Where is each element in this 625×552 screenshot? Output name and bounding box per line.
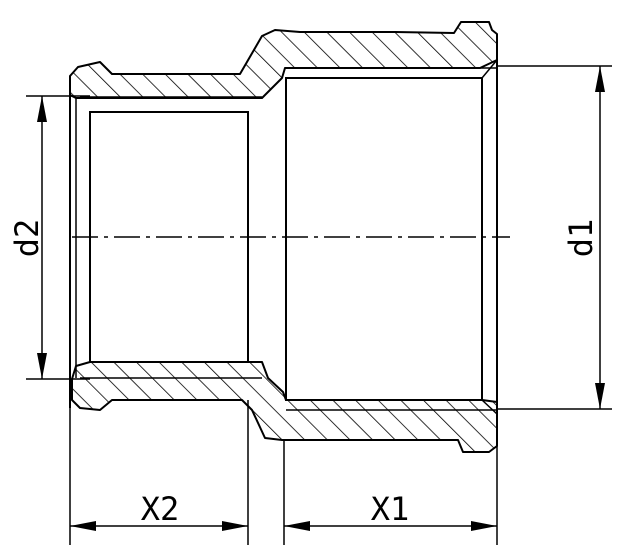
d2-label: d2 xyxy=(8,219,46,258)
d2-arrow-bottom xyxy=(37,353,47,379)
large-bore-chamfer-bottom xyxy=(481,399,498,415)
d2-arrow-top xyxy=(37,96,47,122)
x2-arrow-left xyxy=(70,521,96,531)
large-bore-outline xyxy=(285,77,483,401)
lower-wall-section xyxy=(71,361,498,453)
d1-label: d1 xyxy=(562,219,600,258)
x1-arrow-left xyxy=(284,521,310,531)
x1-arrow-right xyxy=(471,521,497,531)
x1-label: X1 xyxy=(371,490,410,528)
d1-arrow-bottom xyxy=(595,383,605,409)
large-bore-chamfer-top xyxy=(481,59,498,79)
x2-arrow-right xyxy=(222,521,248,531)
d1-arrow-top xyxy=(595,66,605,92)
x2-label: X2 xyxy=(141,490,180,528)
upper-wall-section xyxy=(69,21,498,99)
